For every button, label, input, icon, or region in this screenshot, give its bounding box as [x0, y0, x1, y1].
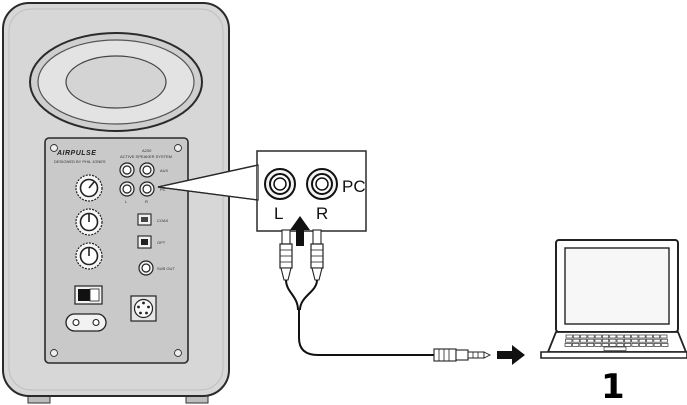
zoom-left-label: L — [274, 204, 283, 223]
laptop-key — [631, 338, 639, 343]
laptop-key — [609, 334, 617, 339]
laptop-key — [594, 343, 602, 347]
power-inlet[interactable] — [65, 313, 107, 332]
model-subtitle: ACTIVE SPEAKER SYSTEM — [120, 154, 172, 159]
laptop-key — [565, 334, 573, 339]
pc-left-jack[interactable] — [119, 181, 135, 197]
laptop-key — [587, 338, 595, 343]
laptop-key — [594, 334, 602, 339]
bass-knob[interactable] — [75, 242, 103, 270]
laptop-key — [616, 338, 624, 343]
model-text: A200 — [142, 148, 152, 153]
laptop-key — [609, 338, 617, 343]
designer-text: DESIGNED BY PHIL JONES — [54, 159, 106, 164]
zoom-right-jack — [306, 168, 338, 200]
sub-out-label: SUB OUT — [157, 266, 175, 271]
laptop-key — [646, 338, 654, 343]
laptop-key — [601, 343, 609, 347]
laptop-key — [646, 343, 654, 347]
laptop-key — [602, 334, 610, 339]
laptop-key — [624, 338, 632, 343]
zoom-callout: PC L R — [157, 150, 367, 246]
laptop-key — [660, 334, 668, 339]
laptop-key — [616, 343, 624, 347]
laptop-key — [624, 343, 632, 347]
pc-right-jack[interactable] — [139, 181, 155, 197]
laptop-key — [661, 343, 669, 347]
laptop-key — [660, 338, 668, 343]
laptop-key — [638, 338, 646, 343]
sub-out-jack[interactable] — [138, 260, 154, 276]
back-panel: AIRPULSE DESIGNED BY PHIL JONES A200 ACT… — [44, 137, 189, 364]
laptop-key — [623, 334, 631, 339]
treble-knob[interactable] — [75, 208, 103, 236]
insert-arrow-icon — [290, 216, 310, 246]
opt-label: OPT — [157, 240, 166, 245]
zoom-right-label: R — [316, 204, 328, 223]
laptop-key — [609, 343, 617, 347]
rca-plug-right — [310, 229, 324, 281]
laptop-key — [579, 343, 587, 347]
speaker-rear: AIRPULSE DESIGNED BY PHIL JONES A200 ACT… — [2, 2, 230, 404]
laptop-key — [653, 334, 661, 339]
laptop-key — [564, 343, 572, 347]
optical-input[interactable] — [137, 235, 152, 249]
aux-label: AUX — [160, 168, 169, 173]
laptop-key — [601, 338, 610, 343]
laptop-key — [586, 343, 595, 347]
aux-left-jack[interactable] — [119, 162, 135, 178]
laptop-icon — [540, 239, 687, 359]
brand-logo: AIRPULSE — [56, 150, 96, 157]
panel-screw — [50, 144, 182, 357]
volume-knob[interactable] — [75, 174, 103, 202]
power-switch[interactable] — [74, 285, 103, 305]
rca-plug-left — [279, 229, 293, 281]
laptop-key — [631, 343, 639, 347]
zoom-pc-label: PC — [342, 177, 366, 196]
pc-label: PC — [160, 187, 166, 192]
right-arrow-icon — [497, 345, 525, 365]
coax-label: COAX — [157, 218, 169, 223]
35mm-plug — [433, 348, 492, 362]
laptop-key — [572, 338, 580, 343]
laptop-key — [587, 334, 595, 339]
laptop-key — [616, 334, 624, 339]
laptop-key — [653, 343, 661, 347]
laptop-key — [631, 334, 639, 339]
coax-input[interactable] — [137, 213, 152, 226]
laptop-key — [638, 343, 647, 347]
right-channel-label: R — [145, 199, 148, 204]
laptop-key — [594, 338, 602, 343]
rca-to-35mm-cable — [279, 229, 525, 365]
laptop-key — [653, 338, 661, 343]
laptop-key — [645, 334, 653, 339]
aux-right-jack[interactable] — [139, 162, 155, 178]
laptop-key — [565, 338, 573, 343]
laptop-key — [580, 334, 588, 339]
laptop-key — [572, 343, 580, 347]
speaker-output-connector[interactable] — [130, 295, 157, 322]
laptop-key — [572, 334, 580, 339]
left-channel-label: L — [125, 199, 128, 204]
laptop-key — [579, 338, 587, 343]
bass-port — [29, 32, 203, 132]
step-number: 1 — [601, 367, 625, 405]
zoom-left-jack — [264, 168, 296, 200]
laptop-key — [638, 334, 646, 339]
